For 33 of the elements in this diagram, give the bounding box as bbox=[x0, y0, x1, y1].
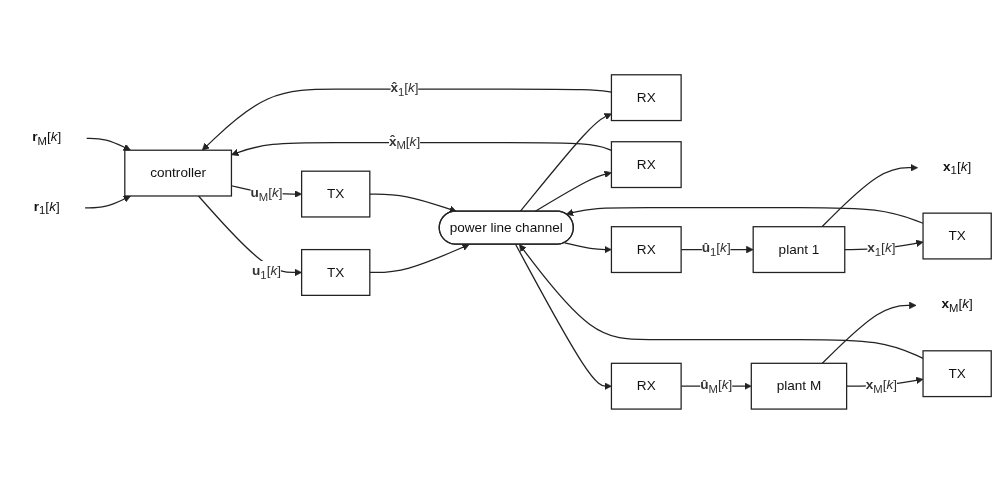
arrow bbox=[369, 193, 457, 213]
edge-label: û$_{1}$[k] bbox=[701, 240, 731, 259]
node-box: plant 1 bbox=[752, 225, 846, 273]
node-box: RX bbox=[610, 362, 682, 410]
arrow bbox=[519, 112, 612, 212]
node-text: r$_{1}$[k] bbox=[33, 198, 60, 217]
arrow bbox=[821, 163, 918, 227]
arrow bbox=[563, 241, 612, 253]
edge-label: u$_{1}$[k] bbox=[252, 263, 281, 282]
arrow bbox=[565, 206, 924, 224]
node-box: TX bbox=[922, 212, 992, 260]
node-box: TX bbox=[301, 170, 371, 218]
arrow bbox=[821, 301, 917, 364]
node-box: RX bbox=[610, 140, 682, 188]
node-text: x$_{M}$[k] bbox=[941, 295, 973, 314]
arrow bbox=[86, 137, 131, 151]
node-box: TX bbox=[301, 248, 371, 296]
node-text: x$_{1}$[k] bbox=[943, 158, 972, 177]
arrow bbox=[84, 195, 131, 209]
arrow bbox=[369, 243, 470, 273]
edge-label: x$_{1}$[k] bbox=[867, 240, 896, 259]
edge-label: u$_{M}$[k] bbox=[250, 184, 283, 203]
node-box: RX bbox=[610, 73, 682, 121]
node-box: RX bbox=[610, 225, 682, 273]
node-box: controller bbox=[124, 149, 233, 197]
edge-label: x̂$_{M}$[k] bbox=[388, 133, 421, 152]
edge-label: x$_{M}$[k] bbox=[865, 376, 897, 395]
arrow bbox=[515, 243, 612, 390]
node-box: TX bbox=[922, 349, 992, 397]
node-box: plant M bbox=[750, 362, 848, 410]
edge-label: x̂$_{1}$[k] bbox=[390, 79, 419, 98]
node-text: r$_{M}$[k] bbox=[32, 128, 62, 147]
edge-label: û$_{M}$[k] bbox=[700, 376, 733, 395]
